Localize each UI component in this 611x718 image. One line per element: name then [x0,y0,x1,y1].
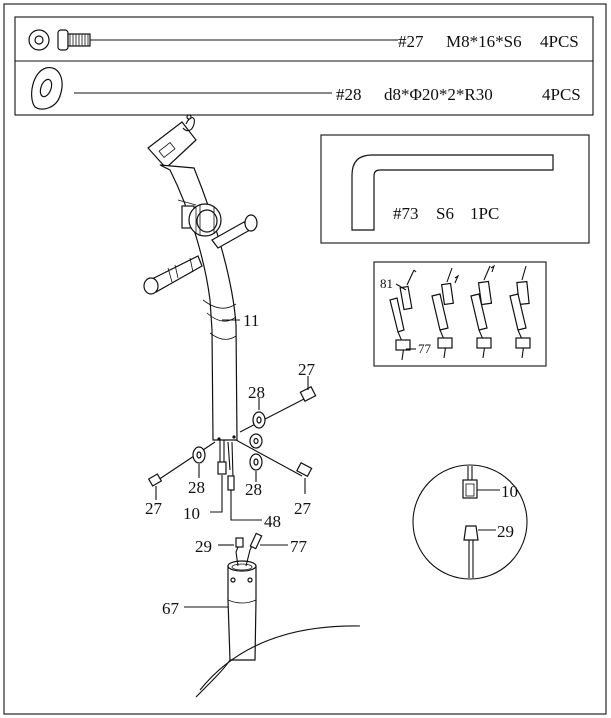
wrench-box: #73 S6 1PC [320,134,590,244]
connector-77 [249,532,263,550]
tube-hole-left [217,437,221,441]
bolt-left [147,441,216,500]
label-77: 77 [290,537,308,556]
bolt-right [235,439,313,494]
washer-upper-right [252,398,266,429]
bolt-qty: 4PCS [540,32,579,51]
leader-10 [210,475,223,513]
label-11: 11 [243,311,259,330]
wire-pair-48 [227,441,234,479]
connector-step-4 [509,265,531,359]
lower-tube-opening [227,560,257,572]
bolt-number: #27 [398,32,424,51]
resistance-knob [181,203,222,237]
console-mount-slot [158,141,176,159]
zoom-connector-10 [462,479,478,499]
connector-step-1 [389,269,417,361]
base-frame-curve [199,625,361,691]
page-border [3,3,607,715]
bolt-upper-right [239,376,317,433]
zoom-label-10: 10 [501,482,518,501]
console-wire-tip [186,114,192,120]
curved-washer-icon [31,67,63,110]
connector-48 [227,475,235,491]
allen-wrench-icon [351,154,554,231]
hardware-box: #27 M8*16*S6 4PCS #28 d8*Φ20*2*R30 4PCS [14,16,594,116]
label-28-center: 28 [245,480,262,499]
washer-spec: d8*Φ20*2*R30 [384,85,493,104]
handlebar-left [143,255,203,295]
wrench-box-frame [320,134,590,244]
hardware-box-frame [14,16,594,116]
label-10: 10 [183,504,200,523]
connector-10 [217,461,227,475]
connector-step-3 [470,264,496,359]
wrench-number: #73 [393,204,419,223]
label-28-upper: 28 [248,383,265,402]
zoom-connector-10-inner [465,483,475,497]
connector-zoom-detail: 10 29 [412,464,528,580]
inset-leader-81 [395,283,407,291]
cable-connection-inset: 81 77 [373,261,547,367]
label-28-left: 28 [188,478,205,497]
upright-tube-11 [143,114,258,491]
zoom-connector-29 [463,525,479,541]
wrench-spec: S6 [436,204,454,223]
handlebar-right [211,214,258,249]
inset-frame [373,261,547,367]
label-27-right: 27 [294,499,312,518]
label-29: 29 [195,537,212,556]
washer-number: #28 [336,85,362,104]
zoom-label-29: 29 [497,522,514,541]
inset-label-81: 81 [380,276,393,291]
washer-center [249,433,263,482]
bolt-icon [28,29,91,51]
label-27-upper: 27 [298,360,316,379]
zoom-circle [412,464,528,580]
label-48: 48 [264,512,281,531]
washer-left [192,446,206,478]
bolt-spec: M8*16*S6 [446,32,522,51]
leader-48 [230,490,262,521]
connector-step-2 [431,267,460,359]
tube-hole-right [232,435,236,439]
washer-qty: 4PCS [542,85,581,104]
lower-tube-67 [195,532,361,698]
label-67: 67 [162,599,180,618]
connector-29 [235,537,244,548]
wrench-qty: 1PC [470,204,499,223]
inset-label-77: 77 [418,341,432,356]
label-27-left: 27 [145,499,163,518]
